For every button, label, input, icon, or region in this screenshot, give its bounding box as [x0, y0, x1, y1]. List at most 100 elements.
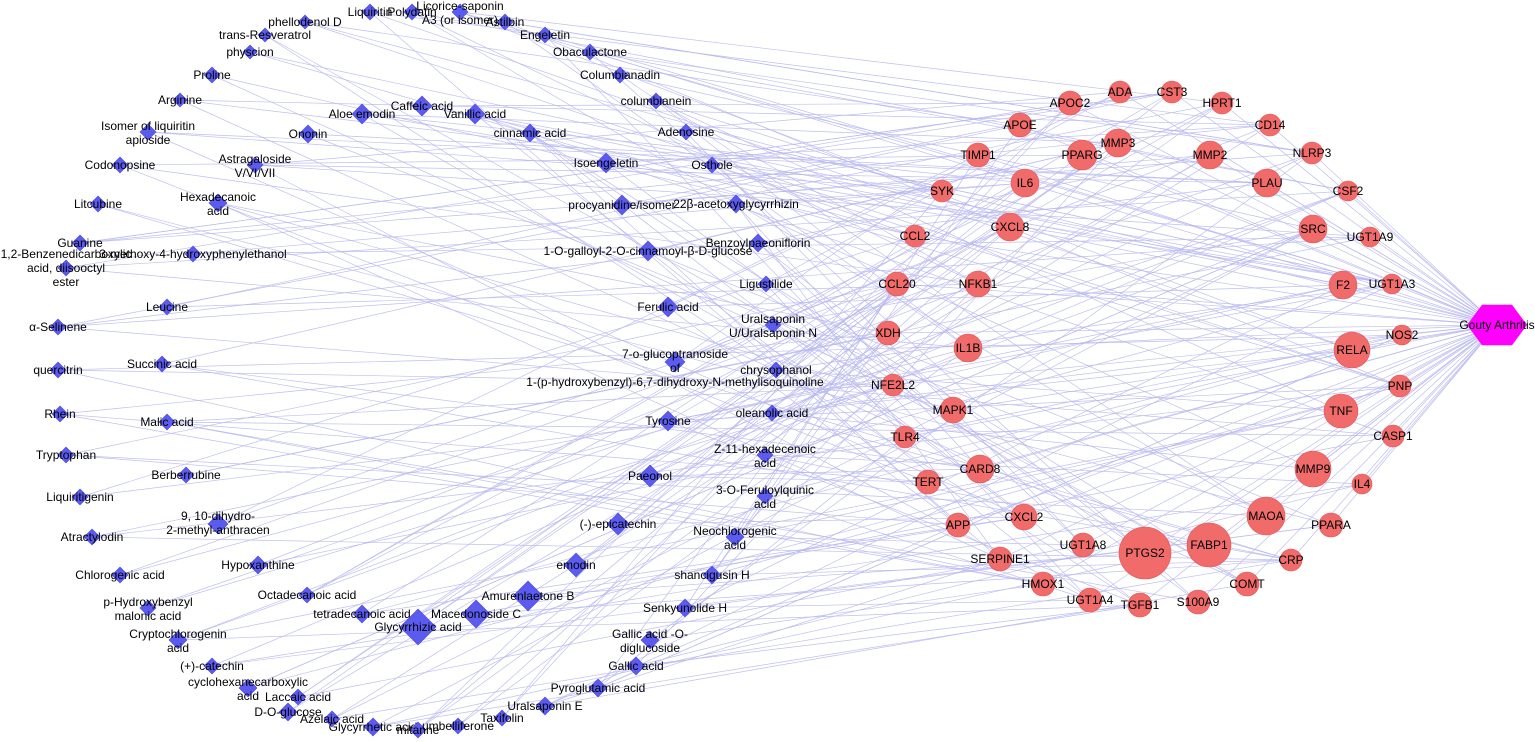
compound-node-senkyunolide-h[interactable]: Senkyunolide H	[643, 598, 727, 618]
compound-node-astilbin[interactable]: Astilbin	[486, 13, 525, 31]
target-node-il1b[interactable]: IL1B	[953, 333, 983, 363]
target-node-card8[interactable]: CARD8	[960, 454, 1001, 484]
target-node-hmox1[interactable]: HMOX1	[1022, 571, 1065, 597]
compound-node-1-o-galloyl-2-o-cinnamoyl-d-glucose[interactable]: 1-O-galloyl-2-O-cinnamoyl-β-D-glucose	[544, 240, 753, 262]
target-node-casp1[interactable]: CASP1	[1373, 424, 1413, 448]
compound-node-isoengeletin[interactable]: Isoengeletin	[574, 152, 639, 174]
compound-node-tetradecanoic-acid[interactable]: tetradecanoic acid	[313, 604, 411, 624]
target-node-pparg[interactable]: PPARG	[1061, 139, 1103, 171]
target-node-crp[interactable]: CRP	[1278, 548, 1304, 572]
compound-node-arginine[interactable]: Arginine	[158, 92, 202, 108]
target-node-s100a9[interactable]: S100A9	[1177, 589, 1220, 615]
compound-node-amurenlaetone-b[interactable]: Amurenlaetone B	[482, 580, 575, 612]
target-node-pnp[interactable]: PNP	[1388, 374, 1413, 398]
compound-node-taxifolin[interactable]: Taxifolin	[480, 709, 524, 727]
target-node-mmp9[interactable]: MMP9	[1294, 450, 1332, 488]
compound-node-columbianein[interactable]: columbianein	[621, 92, 692, 110]
target-node-ccl2[interactable]: CCL2	[900, 224, 931, 248]
compound-node-uralsaponin-e[interactable]: Uralsaponin E	[507, 696, 583, 716]
target-node-ppara[interactable]: PPARA	[1311, 512, 1351, 538]
compound-node-columbianadin[interactable]: Columbianadin	[580, 66, 660, 84]
compound-node-codonopsine[interactable]: Codonopsine	[85, 156, 156, 174]
compound-node-22-acetoxyglycyrrhizin[interactable]: 22β-acetoxyglycyrrhizin	[673, 194, 799, 214]
target-node-il4[interactable]: IL4	[1351, 473, 1373, 495]
target-node-ptgs2[interactable]: PTGS2	[1118, 526, 1172, 580]
compound-node-octadecanoic-acid[interactable]: Octadecanoic acid	[258, 586, 357, 604]
target-node-ada[interactable]: ADA	[1108, 80, 1133, 104]
target-node-apoc2[interactable]: APOC2	[1050, 90, 1091, 116]
target-node-app[interactable]: APP	[945, 512, 971, 538]
compound-node-1-p-hydroxybenzyl-6-7-dihydroxy-n-methylisoquinoline[interactable]: 1-(p-hydroxybenzyl)-6,7-dihydroxy-N-meth…	[526, 375, 824, 389]
target-node-ugt1a8[interactable]: UGT1A8	[1060, 532, 1107, 558]
compound-node-litcubine[interactable]: Litcubine	[74, 195, 122, 213]
compound-node-chrysophanol[interactable]: chrysophanol	[740, 361, 812, 379]
compound-node-selinene[interactable]: α-Selinene	[29, 318, 87, 336]
compound-node-glycyrrhizic-acid[interactable]: Glycyrrhizic acid	[374, 608, 462, 646]
compound-node-cinnamic-acid[interactable]: cinnamic acid	[494, 123, 567, 143]
compound-node-liquiritin[interactable]: Liquiritin	[348, 3, 393, 21]
compound-node-phellodenol-d[interactable]: phellodenol D	[268, 14, 342, 30]
target-node-comt[interactable]: COMT	[1229, 571, 1265, 597]
target-node-mapk1[interactable]: MAPK1	[933, 396, 974, 424]
compound-node-rhein[interactable]: Rhein	[44, 405, 76, 423]
target-node-syk[interactable]: SYK	[930, 179, 954, 203]
target-node-cxcl2[interactable]: CXCL2	[1005, 503, 1044, 531]
compound-node-obaculactone[interactable]: Obaculactone	[553, 43, 627, 61]
compound-node-procyanidine-isomer[interactable]: procyanidine/isomer	[568, 194, 676, 216]
compound-node-shancigusin-h[interactable]: shancigusin H	[674, 565, 750, 585]
compound-node-liquiritigenin[interactable]: Liquiritigenin	[46, 488, 114, 506]
target-node-rela[interactable]: RELA	[1333, 331, 1371, 369]
target-node-plau[interactable]: PLAU	[1251, 168, 1283, 198]
compound-node-9-10-dihydro-2-methyl-anthracen[interactable]: 9, 10-dihydro-2-methyl-anthracen	[166, 509, 269, 537]
compound-node-atractylodin[interactable]: Atractylodin	[61, 528, 124, 546]
target-node-il6[interactable]: IL6	[1010, 168, 1040, 198]
target-node-nlrp3[interactable]: NLRP3	[1293, 141, 1332, 165]
target-node-cd14[interactable]: CD14	[1255, 113, 1286, 137]
compound-node-malic-acid[interactable]: Malic acid	[140, 413, 194, 431]
target-node-hprt1[interactable]: HPRT1	[1202, 91, 1242, 115]
compound-node-guanine[interactable]: Guanine	[57, 234, 103, 252]
target-node-csf2[interactable]: CSF2	[1333, 180, 1364, 202]
compound-node-ferulic-acid[interactable]: Ferulic acid	[637, 296, 699, 318]
compound-node-trans-resveratrol[interactable]: trans-Resveratrol	[219, 27, 311, 43]
target-node-tgfb1[interactable]: TGFB1	[1121, 592, 1160, 618]
compound-node-hypoxanthine[interactable]: Hypoxanthine	[221, 555, 295, 575]
target-node-cxcl8[interactable]: CXCL8	[991, 212, 1030, 242]
disease-node-gouty-arthritis[interactable]: Gouty Arthritis	[1459, 304, 1535, 346]
compound-node-azelaic-acid[interactable]: Azelaic acid	[300, 710, 364, 728]
target-node-mmp2[interactable]: MMP2	[1193, 140, 1228, 170]
target-node-maoa[interactable]: MAOA	[1246, 496, 1286, 536]
compound-node-catechin[interactable]: (+)-catechin	[180, 657, 244, 675]
compound-node-gallic-acid-o-diglucoside[interactable]: Gallic acid -O-diglucoside	[612, 627, 688, 655]
compound-node-3-methoxy-4-hydroxyphenylethanol[interactable]: 3-methoxy-4-hydroxyphenylethanol	[99, 245, 287, 263]
compound-node-proline[interactable]: Proline	[193, 66, 231, 84]
compound-node-leucine[interactable]: Leucine	[146, 298, 188, 316]
target-node-nfe2l2[interactable]: NFE2L2	[871, 373, 915, 397]
compound-node-laccaic-acid[interactable]: Laccaic acid	[265, 688, 331, 706]
compound-node-epicatechin[interactable]: (-)-epicatechin	[580, 512, 657, 536]
target-node-apoe[interactable]: APOE	[1003, 112, 1037, 138]
target-node-serpine1[interactable]: SERPINE1	[970, 546, 1030, 572]
compound-node-glycyrrhetic-acid[interactable]: Glycyrrhetic acid	[329, 717, 418, 737]
compound-node-ligustilide[interactable]: Ligustilide	[739, 275, 793, 293]
compound-node-pyroglutamic-acid[interactable]: Pyroglutamic acid	[551, 678, 646, 698]
compound-node-chlorogenic-acid[interactable]: Chlorogenic acid	[75, 566, 165, 584]
compound-node-ononin[interactable]: Ononin	[289, 124, 328, 144]
target-node-ugt1a3[interactable]: UGT1A3	[1369, 273, 1416, 295]
compound-node-osthole[interactable]: Osthole	[691, 156, 733, 174]
target-node-timp1[interactable]: TIMP1	[960, 142, 996, 168]
target-node-nos2[interactable]: NOS2	[1386, 324, 1419, 346]
compound-node-adenosine[interactable]: Adenosine	[658, 123, 715, 141]
target-node-cst3[interactable]: CST3	[1157, 80, 1188, 104]
compound-node-gallic-acid[interactable]: Gallic acid	[608, 656, 664, 676]
compound-node-paeonol[interactable]: Paeonol	[628, 464, 672, 488]
